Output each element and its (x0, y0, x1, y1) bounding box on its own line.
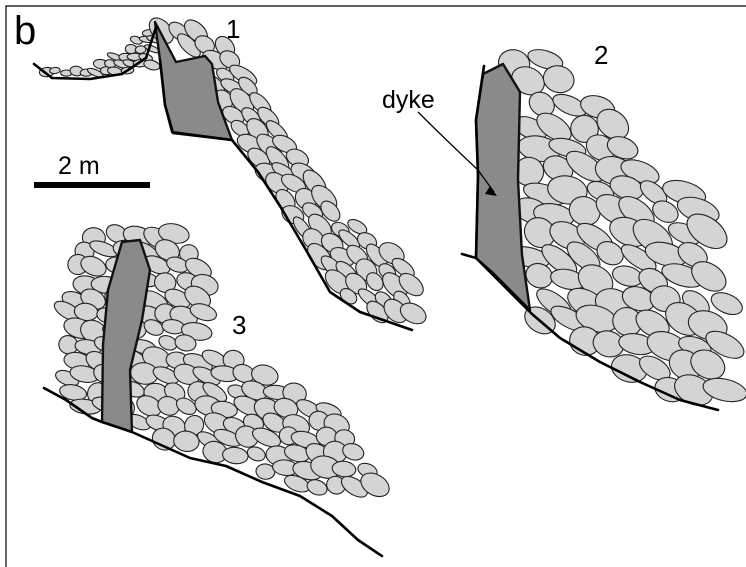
outcrop-label-3: 3 (232, 310, 246, 340)
outcrop-label-2: 2 (594, 40, 608, 70)
clast (143, 58, 161, 71)
dyke-outcrop-2 (476, 64, 530, 310)
dyke-annotation-label: dyke (382, 86, 435, 114)
outcrop-label-1: 1 (226, 14, 240, 44)
panel-label: b (14, 9, 36, 53)
clasts-outcrop-2 (495, 46, 746, 411)
clast (49, 67, 60, 74)
scale-bar (34, 182, 150, 188)
clast (222, 446, 249, 465)
scale-bar-label: 2 m (58, 152, 100, 180)
